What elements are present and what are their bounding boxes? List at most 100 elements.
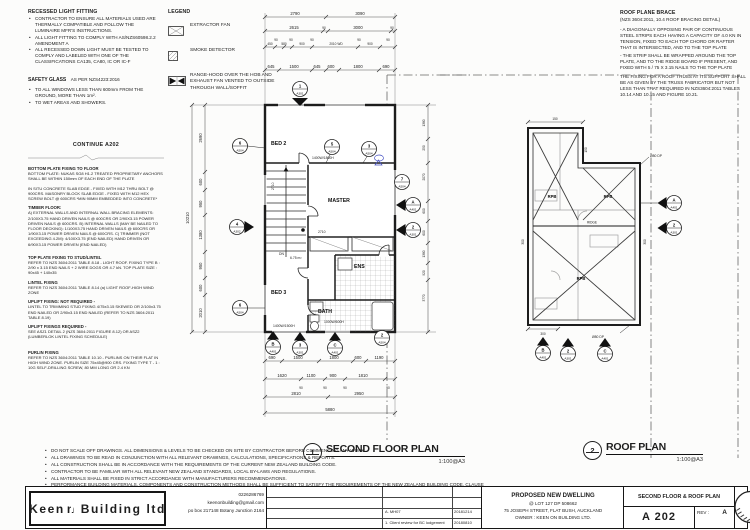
svg-text:900: 900 [367,42,373,46]
svg-text:1800: 1800 [329,355,339,360]
window [263,103,397,334]
legend-label: RANGE-HOOD OVER THE HOB AND EXHAUST FAN … [190,73,275,91]
downpipe-label: Ø80 DP [592,335,605,339]
legend-item: SMOKE DETECTOR [168,47,276,66]
room-label: BATH [318,309,332,315]
svg-text:450: 450 [267,42,273,46]
overhang-dim: 300 [521,239,525,245]
svg-text:B: B [271,342,274,347]
room-label: MASTER [328,198,350,204]
revision-label: 1. Client review for BC lodgement [385,519,445,525]
legend-label: EXTRACTOR FAN [190,23,231,28]
note-section: IN SITU CONCRETE SLAB EDGE - FIXED WITH … [28,185,158,201]
interior-dim: 2710 [271,182,275,190]
project-info: PROPOSED NEW DWELLING @ LOT 127 DP 50866… [481,487,624,528]
general-note: ALL CONSTRUCTION SHALL BE IN ACCORDANCE … [44,462,486,468]
svg-text:1380: 1380 [198,230,203,240]
section-marker: A A401 [640,195,682,211]
note-section: UPLIFT FIXING: NOT REQUIRED - LINTEL TO … [28,299,161,320]
svg-text:2690: 2690 [198,133,203,143]
note-section: BOTTOM PLATE FIXING TO FLOOR BOTTOM PLAT… [28,166,163,182]
range-hood-icon [168,72,190,91]
svg-text:600: 600 [422,208,426,214]
toilet [309,314,320,323]
continue-note: CONTINUE A202 [72,142,120,148]
revision-label: A. MH07 [385,509,401,514]
section-marker: 1 A301 [292,81,308,106]
svg-text:2: 2 [567,349,570,354]
svg-text:A401: A401 [409,208,417,212]
detail-marker: 5 A504 [324,139,340,164]
project-address: 75 JOSEPH STREET, FLAT BUSH, AUCKLAND [503,507,603,513]
svg-text:A301: A301 [670,231,678,235]
svg-text:3: 3 [368,144,371,149]
note-section: PURLIN FIXING REFER TO NZS 3604:2011 TAB… [28,349,160,371]
detail-marker: 6 A504 [232,138,266,154]
svg-text:2950: 2950 [354,391,364,396]
svg-text:2010: 2010 [198,308,203,318]
svg-text:A504: A504 [378,341,386,345]
roof-brace-title: ROOF PLANE BRACE [620,10,676,16]
extractor-fan-icon [168,22,190,41]
svg-text:645: 645 [314,64,322,69]
roof-brace-para: - A DIAGONALLY OPPOSING PAIR OF CONTINUO… [620,26,742,50]
window-label: 1400W/1500H [273,324,295,328]
svg-text:B: B [541,348,544,353]
company-logo: Keen n Building ltd [29,491,166,526]
window-label: 1000W/600H [324,320,344,324]
wardrobe [309,236,349,252]
detail-marker: 3 A504 [361,141,384,166]
roof-dim: 150 [552,117,558,121]
room-label: BED 2 [271,141,286,147]
note-section: TOP PLATE FIXING TO STUD/LINTEL REFER TO… [28,254,160,276]
note-section: UPLIFT FIXINGS REQUIRED - SEE ASZ1 DETAI… [28,324,140,340]
svg-text:A504: A504 [236,149,244,153]
walls-under-roof [533,133,635,320]
plan-title-text: ROOF PLAN [606,441,703,455]
roof-dim: 150 [584,147,588,153]
roof-brace-subtitle: (NZS 3604:2011, 10.4 ROOF BRACING DETAIL… [620,17,721,22]
section-marker: 2 A301 [396,222,421,238]
svg-text:5: 5 [331,142,334,147]
shower [337,257,353,271]
svg-text:A301: A301 [296,351,304,355]
section-marker: A A401 [396,197,421,213]
svg-text:A401: A401 [601,357,609,361]
svg-text:90: 90 [323,386,327,390]
svg-text:2: 2 [412,225,415,230]
email-address: keenonbuilding@gmail.com [207,499,264,505]
svg-text:2010 WD: 2010 WD [329,42,343,46]
toilet [310,321,319,331]
svg-text:A401: A401 [269,350,277,354]
svg-text:90: 90 [386,386,390,390]
door [378,244,390,256]
svg-text:900: 900 [299,42,305,46]
note-section: LINTEL FIXING REFER TO NZS 3604:2011 TAB… [28,279,154,295]
plan-number-circle: 2 [583,441,602,460]
project-lot: @ LOT 127 DP 508662 [529,500,577,506]
note-bullet: TO WET AREAS AND SHOWERS. [28,100,160,106]
svg-text:90: 90 [322,26,326,30]
svg-text:6: 6 [239,141,242,146]
svg-text:10210: 10210 [185,212,190,224]
svg-text:2: 2 [673,223,676,228]
svg-text:645: 645 [268,64,276,69]
interior-dim: 2710 [318,230,326,234]
sheet-info: SECOND FLOOR & ROOF PLAN A 202 REV : A [623,487,735,528]
general-note: ALL DRAWINGS TO BE READ IN CONJUNCTION W… [44,455,486,461]
svg-text:3770: 3770 [422,294,426,301]
svg-text:A302: A302 [233,230,241,234]
door [298,152,310,164]
svg-text:4: 4 [236,222,239,227]
revision-table: A. MH07 20181214 1. Client review for BC… [266,487,482,528]
note-bullet: TO ALL WINDOWS LESS THAN 600mm FROM THE … [28,87,160,99]
svg-text:90: 90 [386,38,390,42]
dimension-chain-bottom: 690 1500 1800 600 1190 1620 1100 900 181… [262,355,398,416]
svg-text:C: C [333,343,336,348]
dimension-chain-left: 2690 600 950 1380 950 600 2010 10210 [185,102,208,335]
roof-brace-para: - THE STRIP SHALL BE WRAPPED AROUND THE … [620,53,738,71]
svg-text:1800: 1800 [353,64,363,69]
svg-text:1: 1 [299,84,302,89]
company-contact: 0226286769 keenonbuilding@gmail.com po b… [165,491,264,514]
sheet-title: SECOND FLOOR & ROOF PLAN [624,487,734,507]
